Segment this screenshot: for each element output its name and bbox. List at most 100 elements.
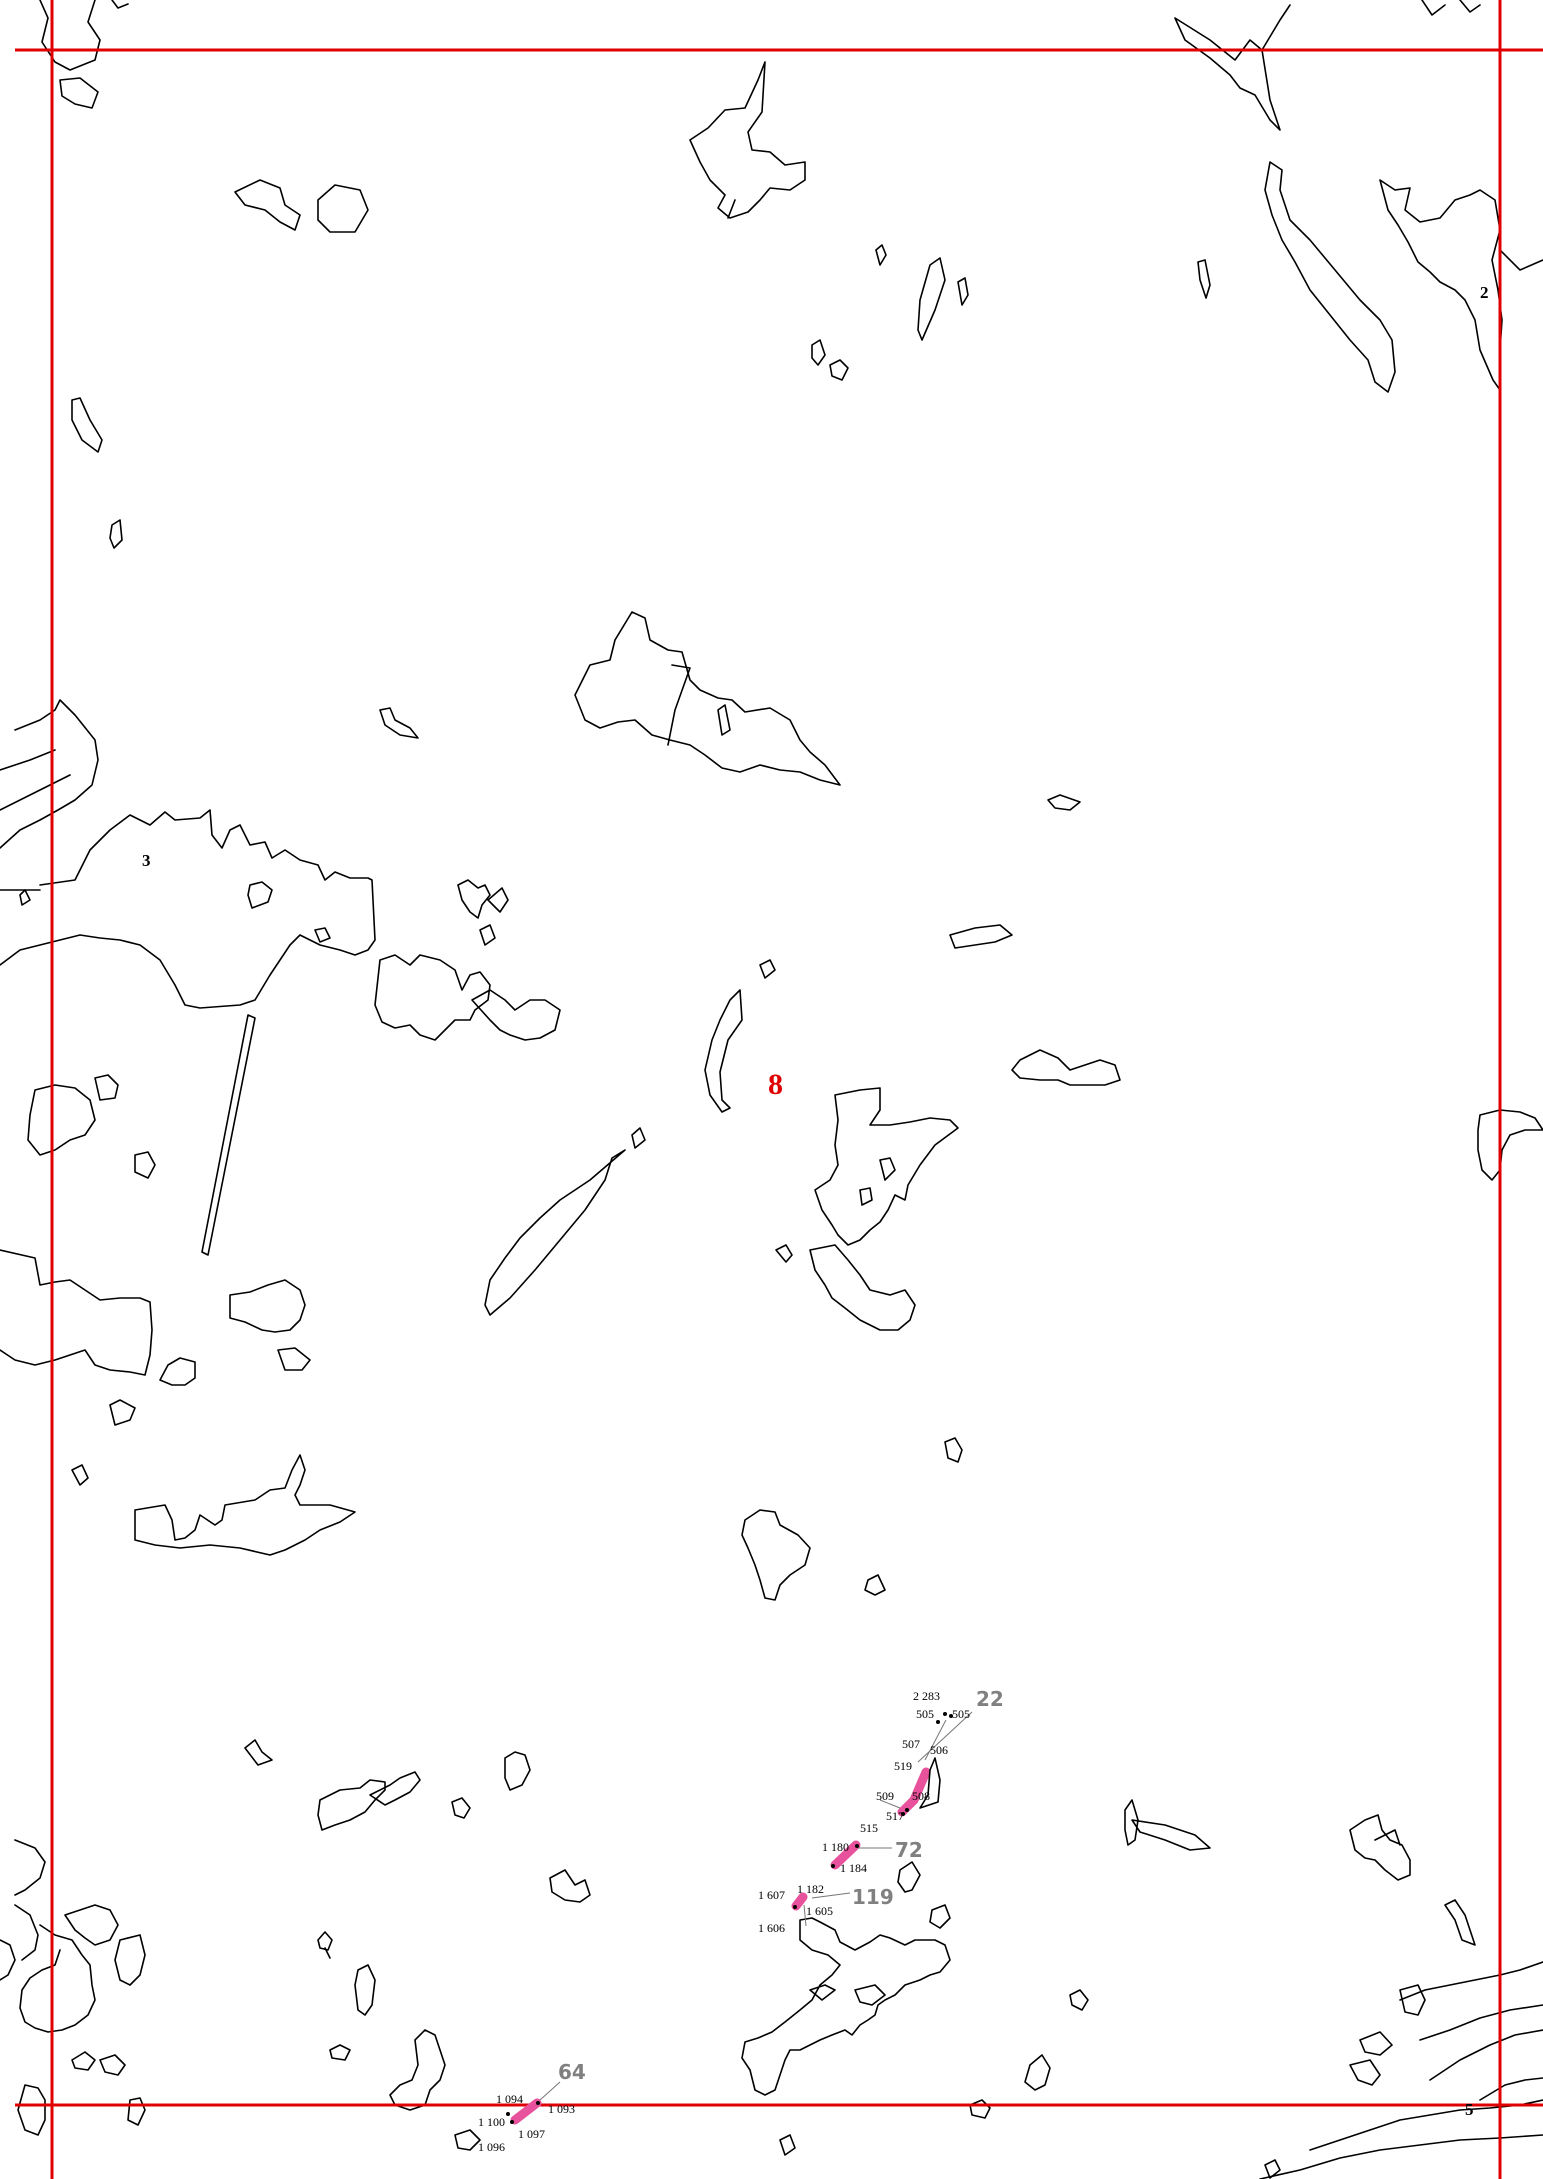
parcel-number: 64	[558, 2060, 586, 2084]
outline-shape	[741, 1509, 811, 1601]
outline-shape	[574, 611, 841, 786]
outline-shape	[549, 1869, 591, 1903]
adjacent-sheet-left: 3	[142, 851, 151, 870]
outline-shape	[134, 1151, 156, 1179]
outline-shape	[71, 397, 103, 453]
outline-shape	[875, 244, 887, 266]
outline-shape	[704, 989, 743, 1113]
outline-shape	[111, 0, 129, 9]
outline-shape	[0, 699, 99, 849]
survey-point	[905, 1808, 909, 1812]
outline-shape	[134, 1454, 356, 1556]
outline-shape	[504, 1751, 531, 1791]
outline-shape	[929, 1904, 951, 1929]
outline-shape	[314, 927, 331, 943]
outline-shape	[829, 359, 849, 381]
leader-line	[803, 1904, 807, 1927]
survey-point	[949, 1714, 953, 1718]
survey-point	[510, 2120, 514, 2124]
plot-number: 1 607	[758, 1888, 785, 1902]
plot-number: 517	[886, 1809, 904, 1823]
outline-shape	[1399, 1984, 1426, 2016]
plot-number: 1 093	[548, 2102, 575, 2116]
outline-shape	[317, 1931, 333, 1959]
sheet-grid	[15, 0, 1543, 2179]
outline-shape	[1359, 2031, 1393, 2056]
outline-shape	[94, 1074, 119, 1101]
outline-shape	[1399, 1961, 1543, 2101]
plot-number: 1 097	[518, 2127, 545, 2141]
plot-number: 519	[894, 1759, 912, 1773]
survey-point	[831, 1864, 835, 1868]
outline-shape	[39, 0, 101, 71]
plot-number: 1 096	[478, 2140, 505, 2154]
outline-shape	[317, 184, 369, 233]
outline-shape	[0, 1939, 16, 1981]
outline-shape	[14, 1839, 146, 2033]
outline-shape	[229, 1279, 306, 1333]
outline-shape	[471, 989, 561, 1041]
parcel-highlight	[830, 1840, 861, 1870]
outline-shape	[1024, 2054, 1051, 2091]
outline-shape	[27, 1084, 96, 1156]
survey-point	[855, 1844, 859, 1848]
survey-point	[793, 1905, 797, 1909]
plot-number: 1 606	[758, 1921, 785, 1935]
plot-number: 1 184	[840, 1861, 867, 1875]
outline-shape	[1264, 161, 1396, 393]
outline-shape	[277, 1347, 311, 1371]
outline-shape	[741, 1917, 951, 2096]
leader-line	[924, 1719, 947, 1761]
outline-shape	[99, 2054, 126, 2076]
outline-shape	[109, 519, 123, 549]
leader-line	[811, 1892, 851, 1899]
plot-number: 506	[930, 1743, 948, 1757]
outline-shape	[897, 1861, 921, 1893]
outline-shape	[1444, 1899, 1476, 1946]
outline-shape	[374, 954, 491, 1041]
plot-number: 508	[912, 1789, 930, 1803]
outline-shape	[1069, 1989, 1089, 2011]
parcel-number: 72	[895, 1838, 923, 1862]
outline-shape	[949, 924, 1013, 949]
leader-line	[539, 2081, 561, 2101]
outline-shape	[454, 2129, 481, 2151]
survey-point	[901, 1812, 905, 1816]
outline-shape	[1011, 1049, 1121, 1086]
parcel-119[interactable]: 119 1 182 1 607 1 605 1 606	[758, 1882, 894, 1935]
outline-shape	[484, 1149, 626, 1316]
outline-shape	[329, 2044, 351, 2061]
outline-shape	[0, 749, 56, 771]
outline-shape	[354, 1964, 376, 2016]
outline-shape	[451, 1797, 471, 1819]
outline-shape	[1499, 249, 1543, 271]
outline-shape	[1477, 1109, 1543, 1181]
parcel-22[interactable]: 22 2 283 505 505 507 506 519 509 508 517…	[860, 1687, 1004, 1835]
parcel-number: 119	[852, 1885, 894, 1909]
outline-shape	[1264, 2159, 1281, 2179]
outline-shape	[957, 277, 969, 306]
outline-shape	[1174, 4, 1291, 131]
outline-shape	[779, 2134, 796, 2156]
outline-shape	[71, 1464, 89, 1486]
parcel-number: 22	[976, 1687, 1004, 1711]
survey-point	[936, 1720, 940, 1724]
parcel-highlight	[791, 1892, 808, 1911]
outline-shape	[127, 2097, 146, 2126]
outline-shape	[234, 179, 301, 231]
leader-line	[879, 1799, 901, 1809]
parcel-72[interactable]: 72 1 180 1 184	[822, 1838, 923, 1875]
sheet-number-label: 8	[768, 1068, 783, 1101]
sheet-labels: 8 2 3 5	[142, 283, 1489, 2119]
outline-shape	[759, 959, 776, 979]
plot-number: 1 180	[822, 1840, 849, 1854]
survey-point	[943, 1712, 947, 1716]
outline-shape	[201, 1014, 256, 1256]
outline-shape	[457, 879, 509, 919]
outline-shape	[917, 257, 946, 341]
parcel-64[interactable]: 64 1 094 1 093 1 100 1 097 1 096	[478, 2060, 586, 2154]
outline-shape	[809, 1244, 916, 1331]
outline-shape	[717, 704, 731, 736]
